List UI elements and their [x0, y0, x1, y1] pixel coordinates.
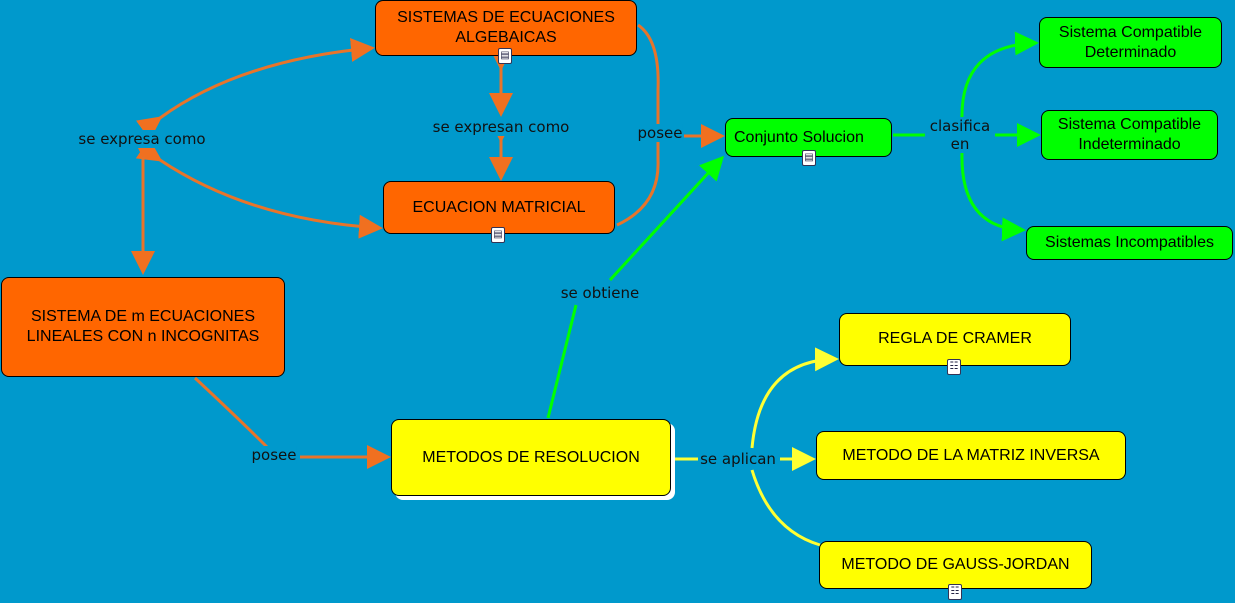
node-metodo-gauss-jordan[interactable]: METODO DE GAUSS-JORDAN [819, 541, 1092, 589]
link-label-se-aplican[interactable]: se aplican [700, 450, 776, 468]
submap-icon[interactable]: ☷ [948, 584, 962, 600]
document-icon[interactable]: ▤ [491, 227, 505, 243]
node-sistema-compatible-determinado[interactable]: Sistema Compatible Determinado [1039, 17, 1222, 68]
node-sistemas-incompatibles[interactable]: Sistemas Incompatibles [1026, 226, 1233, 260]
link-label-se-expresa-como[interactable]: se expresa como [78, 130, 206, 148]
document-icon[interactable]: ▤ [498, 48, 512, 64]
link-label-posee-bottom[interactable]: posee [251, 446, 297, 464]
node-sistema-m-ecuaciones[interactable]: SISTEMA DE m ECUACIONES LINEALES CON n I… [1, 277, 285, 377]
link-label-se-expresan-como[interactable]: se expresan como [432, 118, 570, 136]
node-metodos-de-resolucion[interactable]: METODOS DE RESOLUCION [391, 419, 671, 496]
link-label-se-obtiene[interactable]: se obtiene [560, 284, 640, 302]
document-icon[interactable]: ▤ [802, 150, 816, 166]
link-label-posee-top[interactable]: posee [637, 124, 683, 142]
node-sistema-compatible-indeterminado[interactable]: Sistema Compatible Indeterminado [1041, 110, 1218, 160]
node-regla-de-cramer[interactable]: REGLA DE CRAMER [839, 313, 1071, 366]
submap-icon[interactable]: ☷ [947, 359, 961, 375]
node-metodo-matriz-inversa[interactable]: METODO DE LA MATRIZ INVERSA [816, 431, 1126, 480]
link-label-clasifica-en[interactable]: clasifica en [925, 117, 995, 153]
